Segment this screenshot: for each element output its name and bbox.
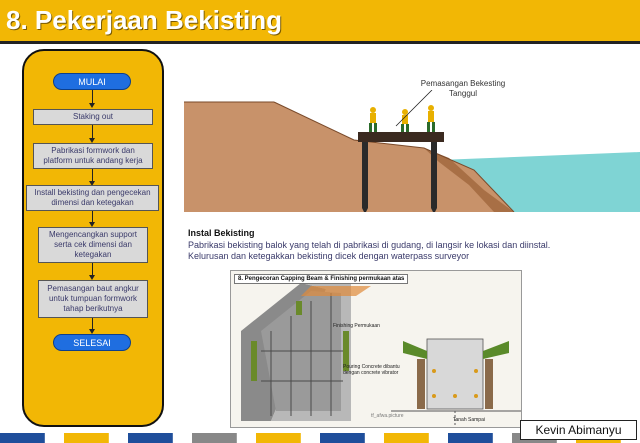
soil-slope (424, 148, 514, 212)
flow-step-install-bekisting: Install bekisting dan pengecekan dimensi… (26, 185, 159, 211)
flow-step-pemasangan-baut: Pemasangan baut angkur untuk tumpuan for… (38, 280, 148, 318)
footer-color-bar (192, 433, 237, 443)
description-body: Pabrikasi bekisting balok yang telah di … (188, 240, 551, 261)
footer-color-bar (64, 433, 109, 443)
flow-step-mengencangkan: Mengencangkan support serta cek dimensi … (38, 227, 148, 263)
capping-beam-drawing: 8. Pengecoran Capping Beam & Finishing p… (230, 270, 522, 428)
flow-arrowhead (89, 222, 95, 227)
flow-arrow (92, 318, 93, 330)
flow-arrowhead (89, 329, 95, 334)
drawing-watermark: tf_afwa.picture (371, 413, 404, 419)
pile-right (431, 142, 437, 208)
footer-color-bar (448, 433, 493, 443)
flow-arrow (92, 90, 93, 104)
author-label: Kevin Abimanyu (520, 420, 637, 440)
annotation-leader (395, 90, 433, 127)
flow-arrow (92, 263, 93, 276)
flow-arrow (92, 125, 93, 139)
slide-header: 8. Pekerjaan Bekisting (0, 0, 640, 44)
illustration-annotation: Pemasangan Bekesting Tanggul (420, 79, 506, 98)
platform-deck (358, 132, 444, 142)
footer-color-bar (256, 433, 301, 443)
label-ground: Tanah Sampai (453, 417, 485, 423)
flow-step-pabrikasi: Pabrikasi formwork dan platform untuk an… (33, 143, 153, 169)
embankment-illustration (184, 90, 640, 212)
label-finishing: Finishing Permukaan (333, 323, 380, 329)
flow-arrowhead (89, 181, 95, 186)
flow-arrowhead (89, 138, 95, 143)
pile-left (362, 142, 368, 208)
flow-arrow (92, 169, 93, 182)
flow-end-terminal: SELESAI (53, 334, 131, 351)
drawing-graphic (231, 271, 521, 427)
description-heading: Instal Bekisting (188, 228, 255, 238)
flow-start-terminal: MULAI (53, 73, 131, 90)
worker-figure (369, 107, 377, 132)
flow-step-staking-out: Staking out (33, 109, 153, 125)
footer-color-bar (128, 433, 173, 443)
flow-arrowhead (89, 275, 95, 280)
drawing-title: 8. Pengecoran Capping Beam & Finishing p… (234, 274, 409, 284)
worker-figure (401, 109, 409, 132)
flow-arrow (92, 211, 93, 223)
flow-arrowhead (89, 103, 95, 108)
footer-color-bar (384, 433, 429, 443)
worker-figure (427, 105, 435, 132)
slide-title: 8. Pekerjaan Bekisting (6, 5, 283, 35)
label-pouring: Pouring Concrete dibantu dengan concrete… (343, 364, 400, 376)
footer-color-bar (0, 433, 45, 443)
soil-area (184, 102, 514, 212)
footer-color-bar (320, 433, 365, 443)
